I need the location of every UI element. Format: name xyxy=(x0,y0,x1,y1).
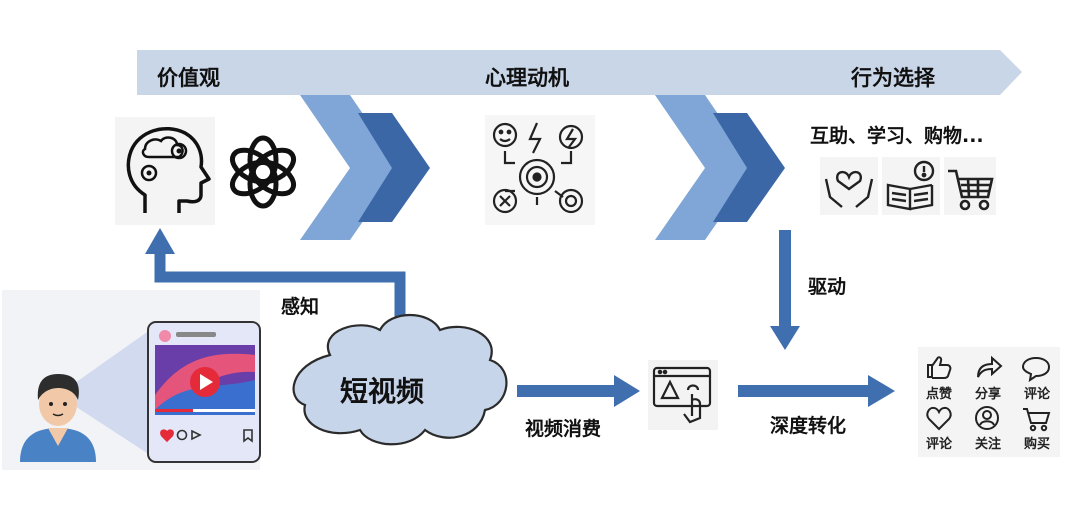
reaction-label: 关注 xyxy=(975,436,1001,452)
drive-arrow xyxy=(770,230,800,350)
cart-small-icon xyxy=(1023,408,1051,432)
user-avatar-icon xyxy=(20,374,96,462)
perception-arrow xyxy=(145,228,406,348)
phone-video-player xyxy=(147,321,261,463)
user-watching-phone-illustration xyxy=(2,290,261,470)
follow-user-icon xyxy=(975,406,999,430)
reaction-label: 点赞 xyxy=(926,386,952,402)
chevron-values-to-motive xyxy=(300,95,430,240)
heart-icon xyxy=(926,406,952,431)
perception-label: 感知 xyxy=(281,296,320,318)
reaction-label: 评论 xyxy=(1024,386,1051,402)
short-video-cloud xyxy=(292,313,508,446)
brain-head-icon xyxy=(115,117,215,225)
reactions-panel: 点赞 分享 评论 评论 关注 购买 xyxy=(918,347,1060,457)
behavior-label: 行为选择 xyxy=(851,66,935,90)
top-banner-arrow xyxy=(137,50,1022,95)
reaction-label: 分享 xyxy=(975,386,1001,402)
phone-action-icons xyxy=(160,429,253,443)
reaction-label: 评论 xyxy=(926,436,953,452)
shopping-cart-icon xyxy=(944,157,996,215)
behavior-examples: 互助、学习、购物... xyxy=(810,125,984,147)
chevron-motive-to-behavior xyxy=(655,95,785,240)
consumption-label: 视频消费 xyxy=(525,418,602,440)
share-arrow-icon xyxy=(977,355,1003,378)
conversion-arrow xyxy=(738,375,895,407)
thumbs-up-icon xyxy=(927,356,952,379)
comment-bubble-icon xyxy=(1021,356,1051,383)
drive-label: 驱动 xyxy=(808,276,847,298)
short-video-label: 短视频 xyxy=(340,375,425,408)
motive-target-icon xyxy=(485,115,595,225)
conversion-label: 深度转化 xyxy=(770,415,847,437)
motive-label: 心理动机 xyxy=(485,66,569,90)
reaction-label: 购买 xyxy=(1024,436,1050,452)
consumption-arrow xyxy=(517,375,640,407)
helping-hands-heart-icon xyxy=(820,157,878,215)
screen-tap-icon xyxy=(648,360,718,430)
values-label: 价值观 xyxy=(157,66,220,90)
reading-book-icon xyxy=(882,157,940,215)
ai-knot-logo-icon xyxy=(229,135,297,209)
